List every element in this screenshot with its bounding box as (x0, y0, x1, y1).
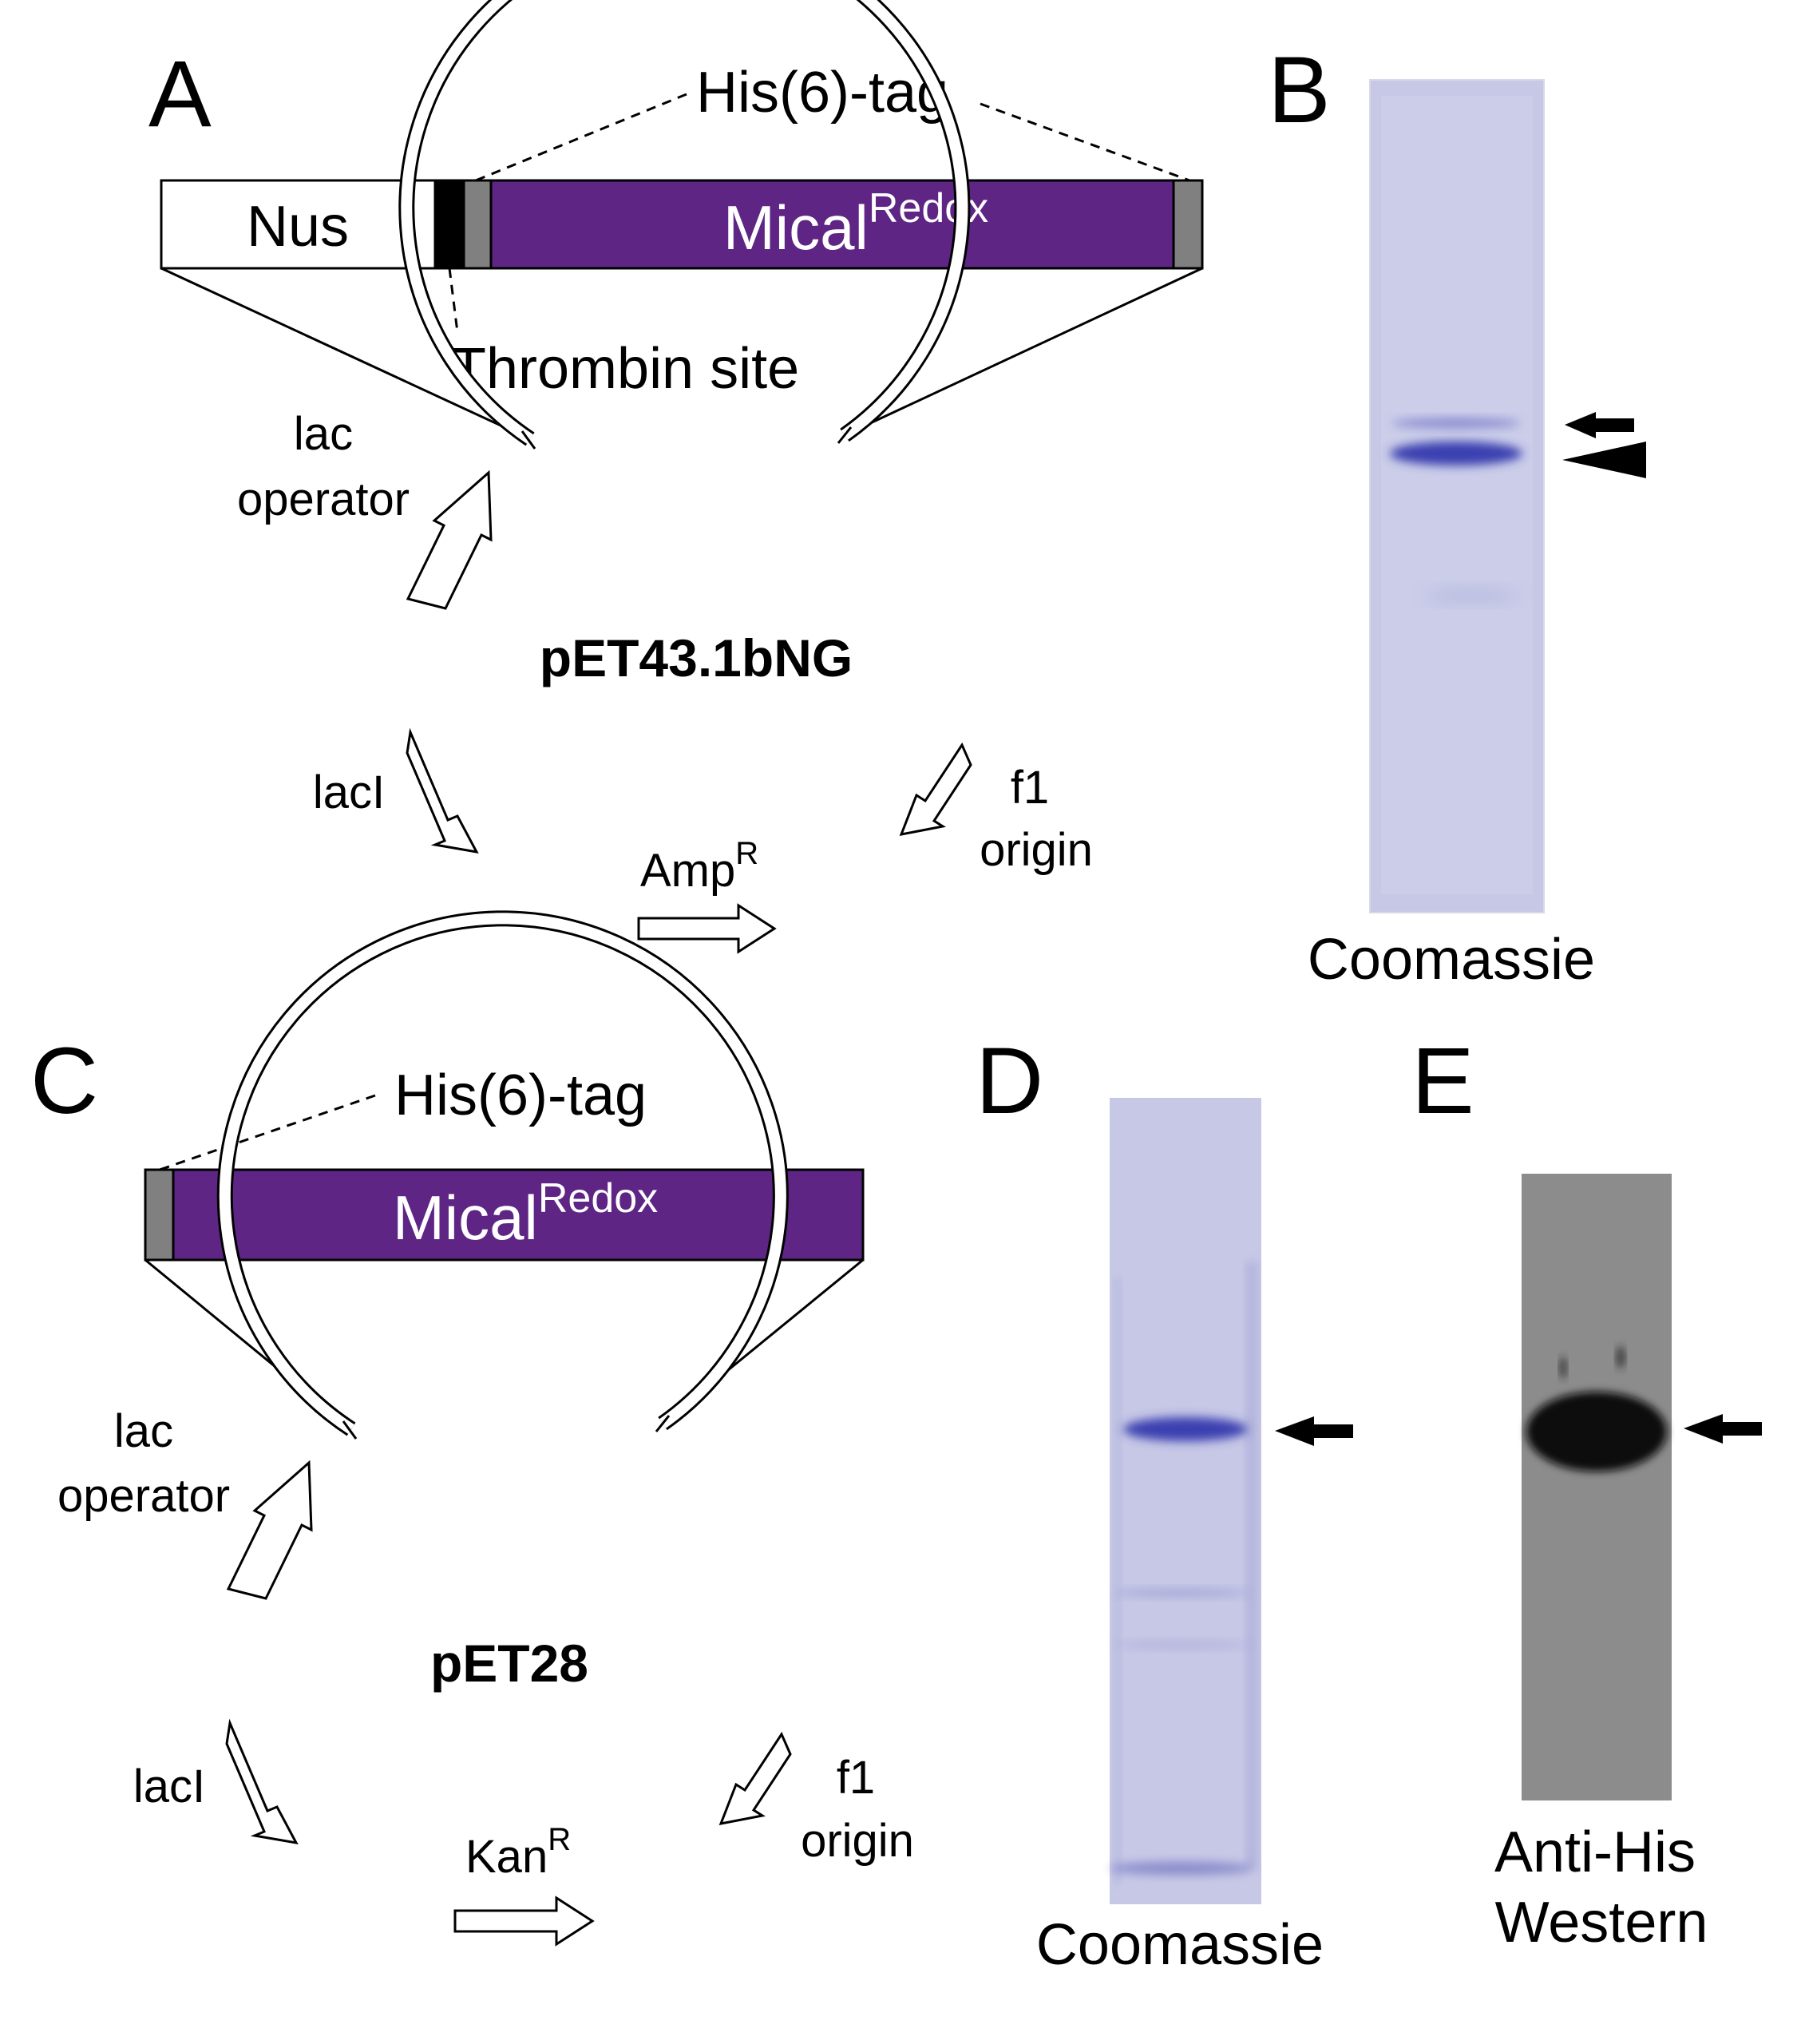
panel-letter-c: C (30, 1028, 98, 1134)
main-band-arrowhead-b (1562, 442, 1646, 478)
origin-label-c: origin (801, 1815, 914, 1867)
his-tag-leader-right-a (980, 102, 1190, 182)
resistance-label-a: AmpR (640, 836, 758, 897)
plasmid-name-a: pET43.1bNG (540, 628, 853, 687)
panel-a: A His(6)-tag Nus MicalRedox Thrombin sit… (148, 0, 1204, 954)
coomassie-lane-d (1110, 1098, 1261, 1904)
operator-label-c: operator (57, 1470, 230, 1522)
panel-letter-d: D (976, 1028, 1043, 1134)
his-tag-box-c-a (1172, 179, 1204, 270)
thrombin-site-box (433, 179, 465, 270)
mical-redox-label-c: MicalRedox (393, 1175, 658, 1253)
thrombin-leader (448, 267, 459, 333)
resistance-label-c: KanR (465, 1822, 571, 1883)
his-tag-label-a: His(6)-tag (696, 61, 948, 125)
main-band-d (1123, 1417, 1248, 1441)
f1-origin-arrow-c (718, 1731, 792, 1825)
panel-letter-a: A (148, 42, 212, 147)
western-caption-line2: Western (1495, 1891, 1708, 1955)
lac-label-c: lac (114, 1405, 173, 1457)
coomassie-caption-d: Coomassie (1036, 1913, 1324, 1977)
nus-label: Nus (247, 195, 349, 259)
mical-redox-box-a (489, 179, 1175, 270)
f1-label-a: f1 (1011, 762, 1049, 814)
laci-arrow-a (406, 727, 479, 854)
western-band-e (1526, 1392, 1667, 1472)
amp-r-arrow (637, 903, 777, 954)
his-tag-leader-c (159, 1094, 376, 1171)
f1-label-c: f1 (837, 1752, 875, 1804)
panel-e: E Anti-His Western (1411, 1028, 1762, 1955)
nus-domain-box (160, 179, 437, 270)
operator-label-a: operator (237, 473, 410, 525)
band-arrow-e (1684, 1414, 1762, 1444)
laci-label-a: lacI (313, 766, 385, 818)
his-tag-leader-left-a (475, 93, 687, 182)
laci-label-c: lacI (133, 1761, 205, 1812)
insert-line-right-a (844, 267, 1203, 437)
laci-arrow-c (225, 1718, 299, 1845)
main-band-b (1390, 442, 1522, 465)
mical-redox-box-c (172, 1168, 865, 1262)
f1-origin-arrow-a (899, 742, 972, 836)
lac-operator-arrow-a (406, 469, 493, 610)
panel-letter-e: E (1411, 1028, 1474, 1134)
insert-line-left-a (160, 267, 531, 441)
panel-b: B Coomassie (1268, 38, 1646, 992)
western-lane-e (1522, 1174, 1672, 1800)
upper-band-arrow-b (1565, 412, 1634, 438)
upper-band-b (1392, 418, 1520, 428)
lac-operator-arrow-c (226, 1460, 313, 1600)
his-tag-box-n-a (462, 179, 493, 270)
his-tag-label-c: His(6)-tag (394, 1064, 647, 1127)
his-tag-box-c (144, 1168, 175, 1262)
coomassie-caption-b: Coomassie (1308, 928, 1595, 992)
western-caption-line1: Anti-His (1494, 1820, 1696, 1884)
panel-c: C His(6)-tag MicalRedox pET28 lac operat… (30, 910, 914, 1947)
panel-d: D Coomassie (976, 1028, 1353, 1977)
plasmid-name-c: pET28 (430, 1634, 588, 1693)
origin-label-a: origin (980, 824, 1093, 876)
lac-label-a: lac (294, 408, 353, 460)
thrombin-site-label: Thrombin site (451, 337, 799, 401)
kan-r-arrow (453, 1895, 595, 1947)
panel-letter-b: B (1268, 38, 1331, 143)
band-arrow-d (1275, 1416, 1353, 1446)
